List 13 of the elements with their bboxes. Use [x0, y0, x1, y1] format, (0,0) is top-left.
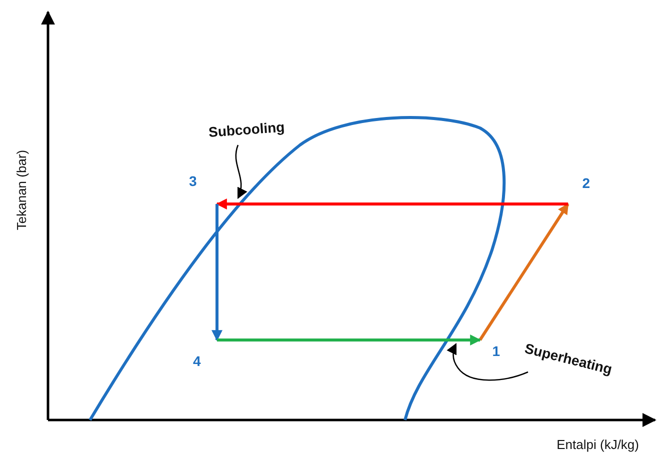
process-arrow [212, 204, 222, 342]
state-point-number: 4 [193, 354, 201, 368]
process-arrow [216, 198, 568, 210]
callout-label: Subcooling [208, 118, 286, 140]
axis-title: Tekanan (bar) [14, 150, 30, 230]
process-arrow [217, 334, 482, 346]
process-arrow [478, 203, 570, 341]
leader-line [446, 343, 528, 381]
state-point-number: 3 [189, 174, 197, 188]
axis-title: Entalpi (kJ/kg) [556, 438, 639, 452]
state-point-number: 2 [582, 176, 590, 190]
leader-line [235, 144, 247, 200]
state-point-number: 1 [492, 344, 500, 358]
